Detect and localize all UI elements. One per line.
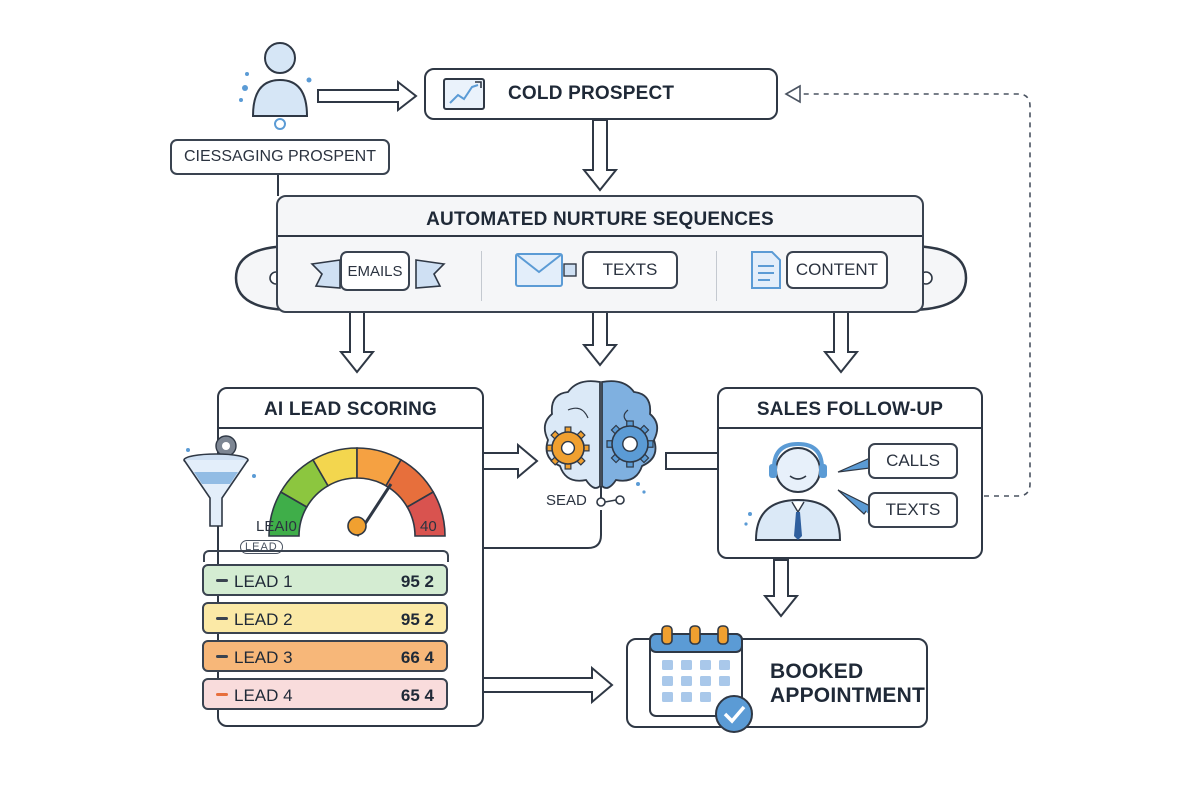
calendar-cell (700, 676, 711, 686)
lead-scoring-title: AI LEAD SCORING (264, 399, 437, 420)
score-gauge (268, 447, 446, 537)
lead-scoring-divider (219, 427, 482, 429)
gauge-needle-hub (347, 516, 367, 536)
arrow-cold-to-nurture (581, 119, 619, 192)
lead-name: LEAD 3 (234, 648, 293, 667)
sales-followup-title: SALES FOLLOW-UP (756, 399, 944, 420)
nurture-title: AUTOMATED NURTURE SEQUENCES (426, 209, 774, 230)
lead-marker-icon (216, 617, 228, 620)
cold-prospect-box: COLD PROSPECT (424, 68, 778, 120)
lead-marker-icon (216, 579, 228, 582)
lead-marker-icon (216, 693, 228, 696)
email-ribbon-icon (310, 259, 446, 289)
calendar-cell (662, 692, 673, 702)
lead-list-header (203, 550, 449, 562)
lead-marker-icon (216, 655, 228, 658)
sales-agent-icon (744, 441, 842, 541)
calendar-cell (700, 660, 711, 670)
arrow-sales-to-booked (762, 559, 800, 618)
lead-name: LEAD 1 (234, 572, 293, 591)
lead-row-3[interactable]: LEAD 3 66 4 (202, 640, 448, 672)
calendar-cell (681, 692, 692, 702)
booked-line-1: BOOKED (770, 660, 864, 683)
nurture-divider (278, 235, 922, 237)
feedback-arrowhead (784, 84, 801, 104)
calendar-cell (662, 660, 673, 670)
growth-chart-icon (443, 78, 485, 110)
calendar-cell (681, 660, 692, 670)
nurture-separator-2 (716, 251, 717, 301)
line-brain-loop (484, 510, 602, 549)
channel-content: CONTENT (786, 251, 888, 289)
calendar-check-icon (649, 625, 753, 733)
channel-emails: EMAILS (340, 251, 410, 291)
document-icon (751, 251, 781, 289)
arrow-person-to-cold (317, 79, 418, 113)
cold-prospect-label: COLD PROSPECT (508, 83, 675, 104)
booked-line-2: APPOINTMENT (770, 684, 926, 707)
calendar-cell (662, 676, 673, 686)
lead-score: 65 4 (400, 686, 434, 705)
gauge-segment (406, 490, 446, 537)
lead-score: 95 2 (400, 610, 434, 629)
funnel-icon (183, 435, 256, 527)
lead-name: LEAD 2 (234, 610, 293, 629)
nurture-separator-1 (481, 251, 482, 301)
envelope-icon (515, 253, 577, 287)
blue-gear-icon (606, 420, 654, 468)
arrow-nurture-to-brain (581, 311, 619, 367)
lead-row-2[interactable]: LEAD 2 95 2 (202, 602, 448, 634)
brain-label: SEAD (546, 492, 587, 509)
calendar-cell (719, 660, 730, 670)
arrow-nurture-to-scoring (338, 311, 376, 374)
orange-gear-icon (546, 426, 590, 470)
lead-score: 66 4 (400, 648, 434, 667)
person-icon (239, 42, 312, 130)
dashed-feedback-loop (800, 93, 1031, 497)
arrow-nurture-to-sales (822, 311, 860, 374)
calendar-cell (700, 692, 711, 702)
sales-divider (719, 427, 981, 429)
lead-name: LEAD 4 (234, 686, 293, 705)
lead-row-1[interactable]: LEAD 1 95 2 (202, 564, 448, 596)
sales-channel-texts: TEXTS (868, 492, 958, 528)
channel-texts: TEXTS (582, 251, 678, 289)
calendar-cell (681, 676, 692, 686)
prospect-label: CIESSAGING PROSPENT (170, 139, 390, 175)
lead-row-4[interactable]: LEAD 4 65 4 (202, 678, 448, 710)
lead-score: 95 2 (400, 572, 434, 591)
sales-channel-calls: CALLS (868, 443, 958, 479)
calendar-cell (719, 676, 730, 686)
gauge-left-label: LEAI0 (256, 518, 297, 535)
gauge-right-label: 40 (420, 518, 437, 535)
